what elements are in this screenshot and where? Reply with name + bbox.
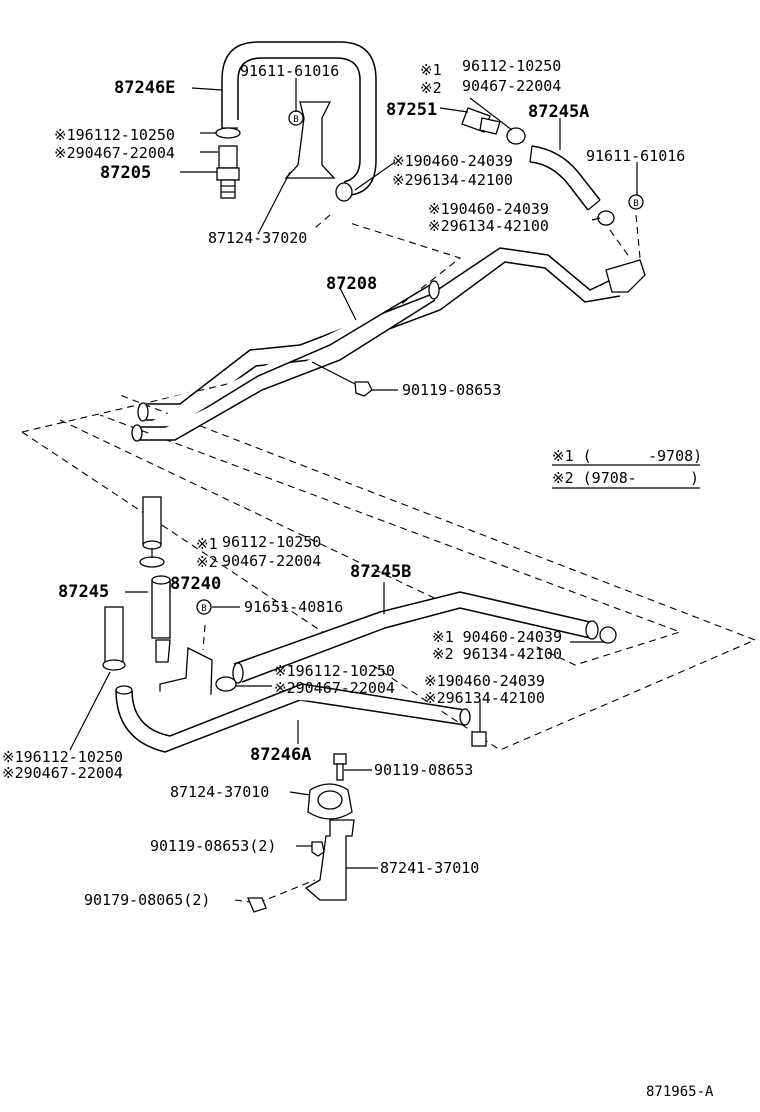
legend-note1-value: -9708): [648, 447, 702, 465]
hose-87245B: [232, 591, 599, 684]
label-96112-10250-a: ※196112-10250: [54, 126, 175, 144]
label-90460-24039-b: ※190460-24039: [392, 152, 513, 170]
label-87246E: 87246E: [114, 78, 175, 98]
label-90119-08653-mid: 90119-08653: [374, 761, 473, 779]
hose-87246A: [115, 683, 471, 753]
bolt-b-icon-right: B: [633, 199, 638, 209]
clamp-upper-short: [139, 556, 165, 568]
label-96112-10250-top: 96112-10250: [462, 57, 561, 75]
bolt-b-icon: B: [293, 115, 298, 125]
label-note1-mid: ※1: [196, 535, 218, 553]
hose-87240: [151, 575, 171, 663]
clamp-87246A-right: [471, 731, 487, 747]
bolt-91611-right: B: [628, 194, 644, 210]
legend-note2-mark: ※2 (9708-: [552, 469, 637, 487]
label-91651-40816: 91651-40816: [244, 598, 343, 616]
label-90460-24039-f: ※190460-24039: [424, 672, 545, 690]
clamp-87245B-left: [215, 676, 237, 692]
label-note2-mid: ※2: [196, 553, 218, 571]
hose-87245: [102, 606, 126, 671]
label-96134-42100-f: ※296134-42100: [424, 689, 545, 707]
label-87208: 87208: [326, 274, 377, 294]
clamp-87251: [506, 127, 526, 145]
hose-87245A: [529, 145, 601, 211]
bracket-87241-37010: [247, 819, 355, 913]
label-87124-37020: 87124-37020: [208, 229, 307, 247]
label-96134-42100-c: ※296134-42100: [428, 217, 549, 235]
pipe-87208: [131, 247, 646, 442]
label-note1-top: ※1: [420, 61, 442, 79]
clamp-top-center: [335, 182, 353, 202]
nipple-87251: [461, 107, 501, 135]
label-90119-08653-top: 90119-08653: [402, 381, 501, 399]
bolt-90119-mid: [333, 753, 347, 781]
label-87241-37010: 87241-37010: [380, 859, 479, 877]
hose-upper-short: [142, 496, 162, 550]
label-87124-37010: 87124-37010: [170, 783, 269, 801]
label-96112-10250-e: ※196112-10250: [274, 662, 395, 680]
label-90467-22004-a: ※290467-22004: [54, 144, 175, 162]
legend-box: [552, 464, 700, 489]
label-90119-08653-bottom: 90119-08653(2): [150, 837, 276, 855]
leader-lines: [69, 78, 638, 869]
label-96134-42100-b: ※296134-42100: [392, 171, 513, 189]
bolt-b-icon-lower: B: [201, 604, 206, 614]
label-91611-61016-right: 91611-61016: [586, 147, 685, 165]
label-90179-08065: 90179-08065(2): [84, 891, 210, 909]
label-96134-42100-d: ※2 96134-42100: [432, 645, 562, 663]
diagram-id: 871965-A: [646, 1084, 714, 1100]
label-87240: 87240: [170, 574, 221, 594]
label-91611-61016-top: 91611-61016: [240, 62, 339, 80]
label-90460-24039-d: ※1 90460-24039: [432, 628, 562, 646]
clamp-87245B-right: [599, 626, 617, 644]
label-87246A: 87246A: [250, 745, 311, 765]
label-87245: 87245: [58, 582, 109, 602]
part-labels: 87246E 91611-61016 ※196112-10250 ※290467…: [2, 57, 714, 1100]
clamp-top-left: [215, 127, 241, 139]
label-87245A: 87245A: [528, 102, 589, 122]
label-87245B: 87245B: [350, 562, 411, 582]
clamp-87124-37010: [307, 783, 353, 820]
bolt-90119-top: [311, 361, 373, 397]
label-96112-10250-mid: 96112-10250: [222, 533, 321, 551]
clamp-87245A: [597, 210, 615, 226]
label-90467-22004-g: ※290467-22004: [2, 764, 123, 782]
union-87205: [216, 145, 240, 199]
label-87205: 87205: [100, 163, 151, 183]
label-90467-22004-mid: 90467-22004: [222, 552, 321, 570]
label-90467-22004-top: 90467-22004: [462, 77, 561, 95]
label-87251: 87251: [386, 100, 437, 120]
label-note2-top: ※2: [420, 79, 442, 97]
label-90467-22004-e: ※290467-22004: [274, 679, 395, 697]
legend-note1-mark: ※1 (: [552, 447, 592, 465]
label-96112-10250-g: ※196112-10250: [2, 748, 123, 766]
label-90460-24039-c: ※190460-24039: [428, 200, 549, 218]
legend-note2-value: ): [690, 469, 699, 487]
